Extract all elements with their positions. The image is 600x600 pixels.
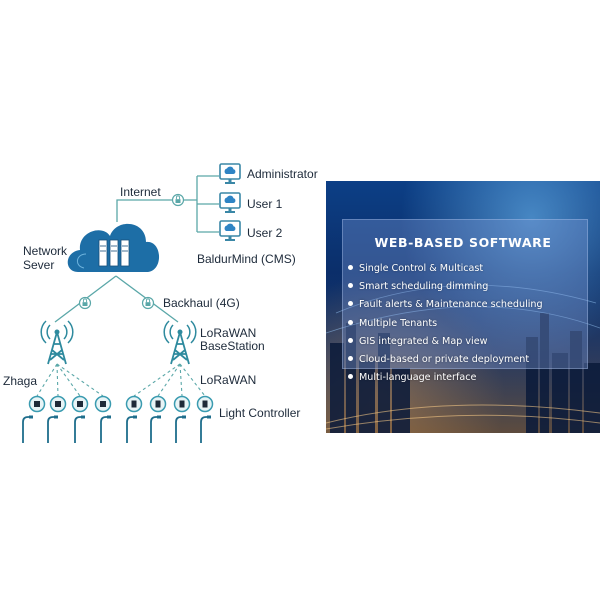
feature-item: Cloud-based or private deployment bbox=[348, 351, 543, 369]
controller-nodes bbox=[28, 395, 214, 413]
street-light-icon bbox=[200, 415, 211, 443]
basestation-label-line2: BaseStation bbox=[200, 339, 265, 353]
zhaga-label: Zhaga bbox=[3, 374, 38, 388]
street-light-icon bbox=[175, 415, 186, 443]
user-link-bus bbox=[178, 175, 219, 233]
internet-link bbox=[116, 199, 178, 222]
street-light-icon bbox=[74, 415, 85, 443]
street-lights bbox=[22, 415, 211, 443]
user2-label: User 2 bbox=[247, 226, 283, 240]
feature-item: Single Control & Multicast bbox=[348, 260, 543, 278]
feature-item: Multi-language interface bbox=[348, 369, 543, 387]
radio-links bbox=[36, 363, 206, 397]
antenna-tower-icon bbox=[40, 320, 74, 365]
administrator-monitor-icon bbox=[219, 163, 241, 184]
network-server-label-line2: Sever bbox=[23, 258, 55, 272]
street-light-icon bbox=[100, 415, 111, 443]
zhaga-node-icon bbox=[28, 395, 46, 413]
lock-icon bbox=[78, 296, 92, 310]
street-light-icon bbox=[150, 415, 161, 443]
feature-item: Fault alerts & Maintenance scheduling bbox=[348, 296, 543, 314]
user1-label: User 1 bbox=[247, 197, 283, 211]
administrator-label: Administrator bbox=[247, 167, 318, 181]
bullet-icon bbox=[348, 265, 353, 270]
feature-item: Multiple Tenants bbox=[348, 315, 543, 333]
cloud-server-icon bbox=[67, 223, 160, 272]
bullet-icon bbox=[348, 374, 353, 380]
light-controller-label: Light Controller bbox=[219, 406, 301, 420]
city-skyline-image bbox=[326, 273, 600, 433]
cms-label: BaldurMind (CMS) bbox=[197, 252, 296, 266]
panel-title: WEB-BASED SOFTWARE bbox=[374, 235, 552, 250]
feature-list: Single Control & Multicast Smart schedul… bbox=[348, 260, 543, 387]
street-light-icon bbox=[22, 415, 33, 443]
user2-monitor-icon bbox=[219, 220, 241, 241]
basestation-label-line1: LoRaWAN bbox=[200, 326, 257, 340]
backhaul-label: Backhaul (4G) bbox=[163, 296, 240, 310]
lorawan-node-icon bbox=[149, 395, 167, 413]
bullet-icon bbox=[348, 337, 353, 343]
lorawan-node-icon bbox=[173, 395, 191, 413]
zhaga-node-icon bbox=[94, 395, 112, 413]
antenna-tower-icon bbox=[163, 320, 197, 365]
feature-item: GIS integrated & Map view bbox=[348, 333, 543, 351]
lorawan-node-icon bbox=[125, 395, 143, 413]
internet-label: Internet bbox=[120, 185, 161, 199]
lorawan-label: LoRaWAN bbox=[200, 373, 257, 387]
bullet-icon bbox=[348, 319, 353, 325]
street-light-icon bbox=[47, 415, 58, 443]
feature-overlay bbox=[342, 219, 588, 369]
lock-icon bbox=[141, 296, 155, 310]
bullet-icon bbox=[348, 355, 353, 361]
lorawan-node-icon bbox=[196, 395, 214, 413]
street-light-icon bbox=[126, 415, 137, 443]
bullet-icon bbox=[348, 301, 353, 307]
lock-icon bbox=[171, 193, 185, 207]
zhaga-node-icon bbox=[71, 395, 89, 413]
bullet-icon bbox=[348, 283, 353, 289]
network-server-label-line1: Network bbox=[23, 244, 68, 258]
zhaga-node-icon bbox=[49, 395, 67, 413]
user1-monitor-icon bbox=[219, 192, 241, 213]
feature-item: Smart scheduling dimming bbox=[348, 278, 543, 296]
web-software-panel: WEB-BASED SOFTWARE Single Control & Mult… bbox=[326, 181, 600, 433]
